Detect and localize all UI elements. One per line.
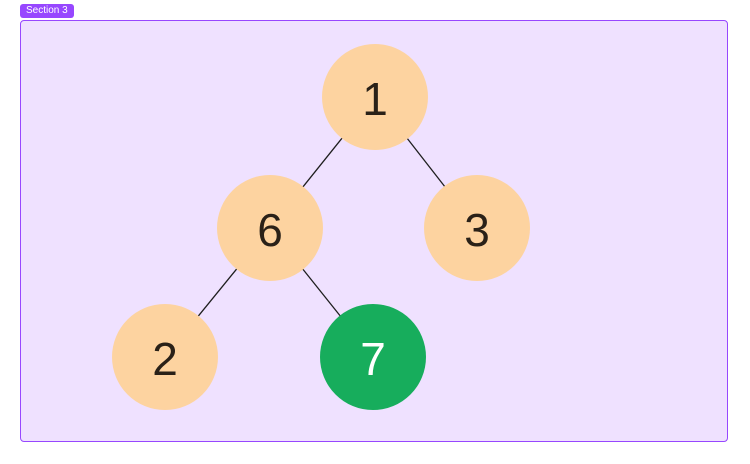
tree-node-1[interactable]: 1 xyxy=(322,44,428,150)
edge-1-3 xyxy=(405,136,447,189)
node-label: 7 xyxy=(360,333,386,385)
edges-layer xyxy=(196,136,447,318)
section-label[interactable]: Section 3 xyxy=(20,4,74,18)
node-circle xyxy=(112,304,218,410)
node-circle xyxy=(424,175,530,281)
tree-node-2[interactable]: 2 xyxy=(112,304,218,410)
node-label: 2 xyxy=(152,333,178,385)
nodes-layer: 1 6 3 2 7 xyxy=(112,44,530,410)
node-circle xyxy=(322,44,428,150)
node-label: 1 xyxy=(362,73,388,125)
edge-6-2 xyxy=(196,267,239,318)
edge-1-6 xyxy=(301,136,344,189)
node-circle xyxy=(320,304,426,410)
node-label: 6 xyxy=(257,204,283,256)
node-label: 3 xyxy=(464,204,490,256)
tree-node-6[interactable]: 6 xyxy=(217,175,323,281)
tree-node-7[interactable]: 7 xyxy=(320,304,426,410)
tree-node-3[interactable]: 3 xyxy=(424,175,530,281)
edge-6-7 xyxy=(301,267,342,318)
node-circle xyxy=(217,175,323,281)
